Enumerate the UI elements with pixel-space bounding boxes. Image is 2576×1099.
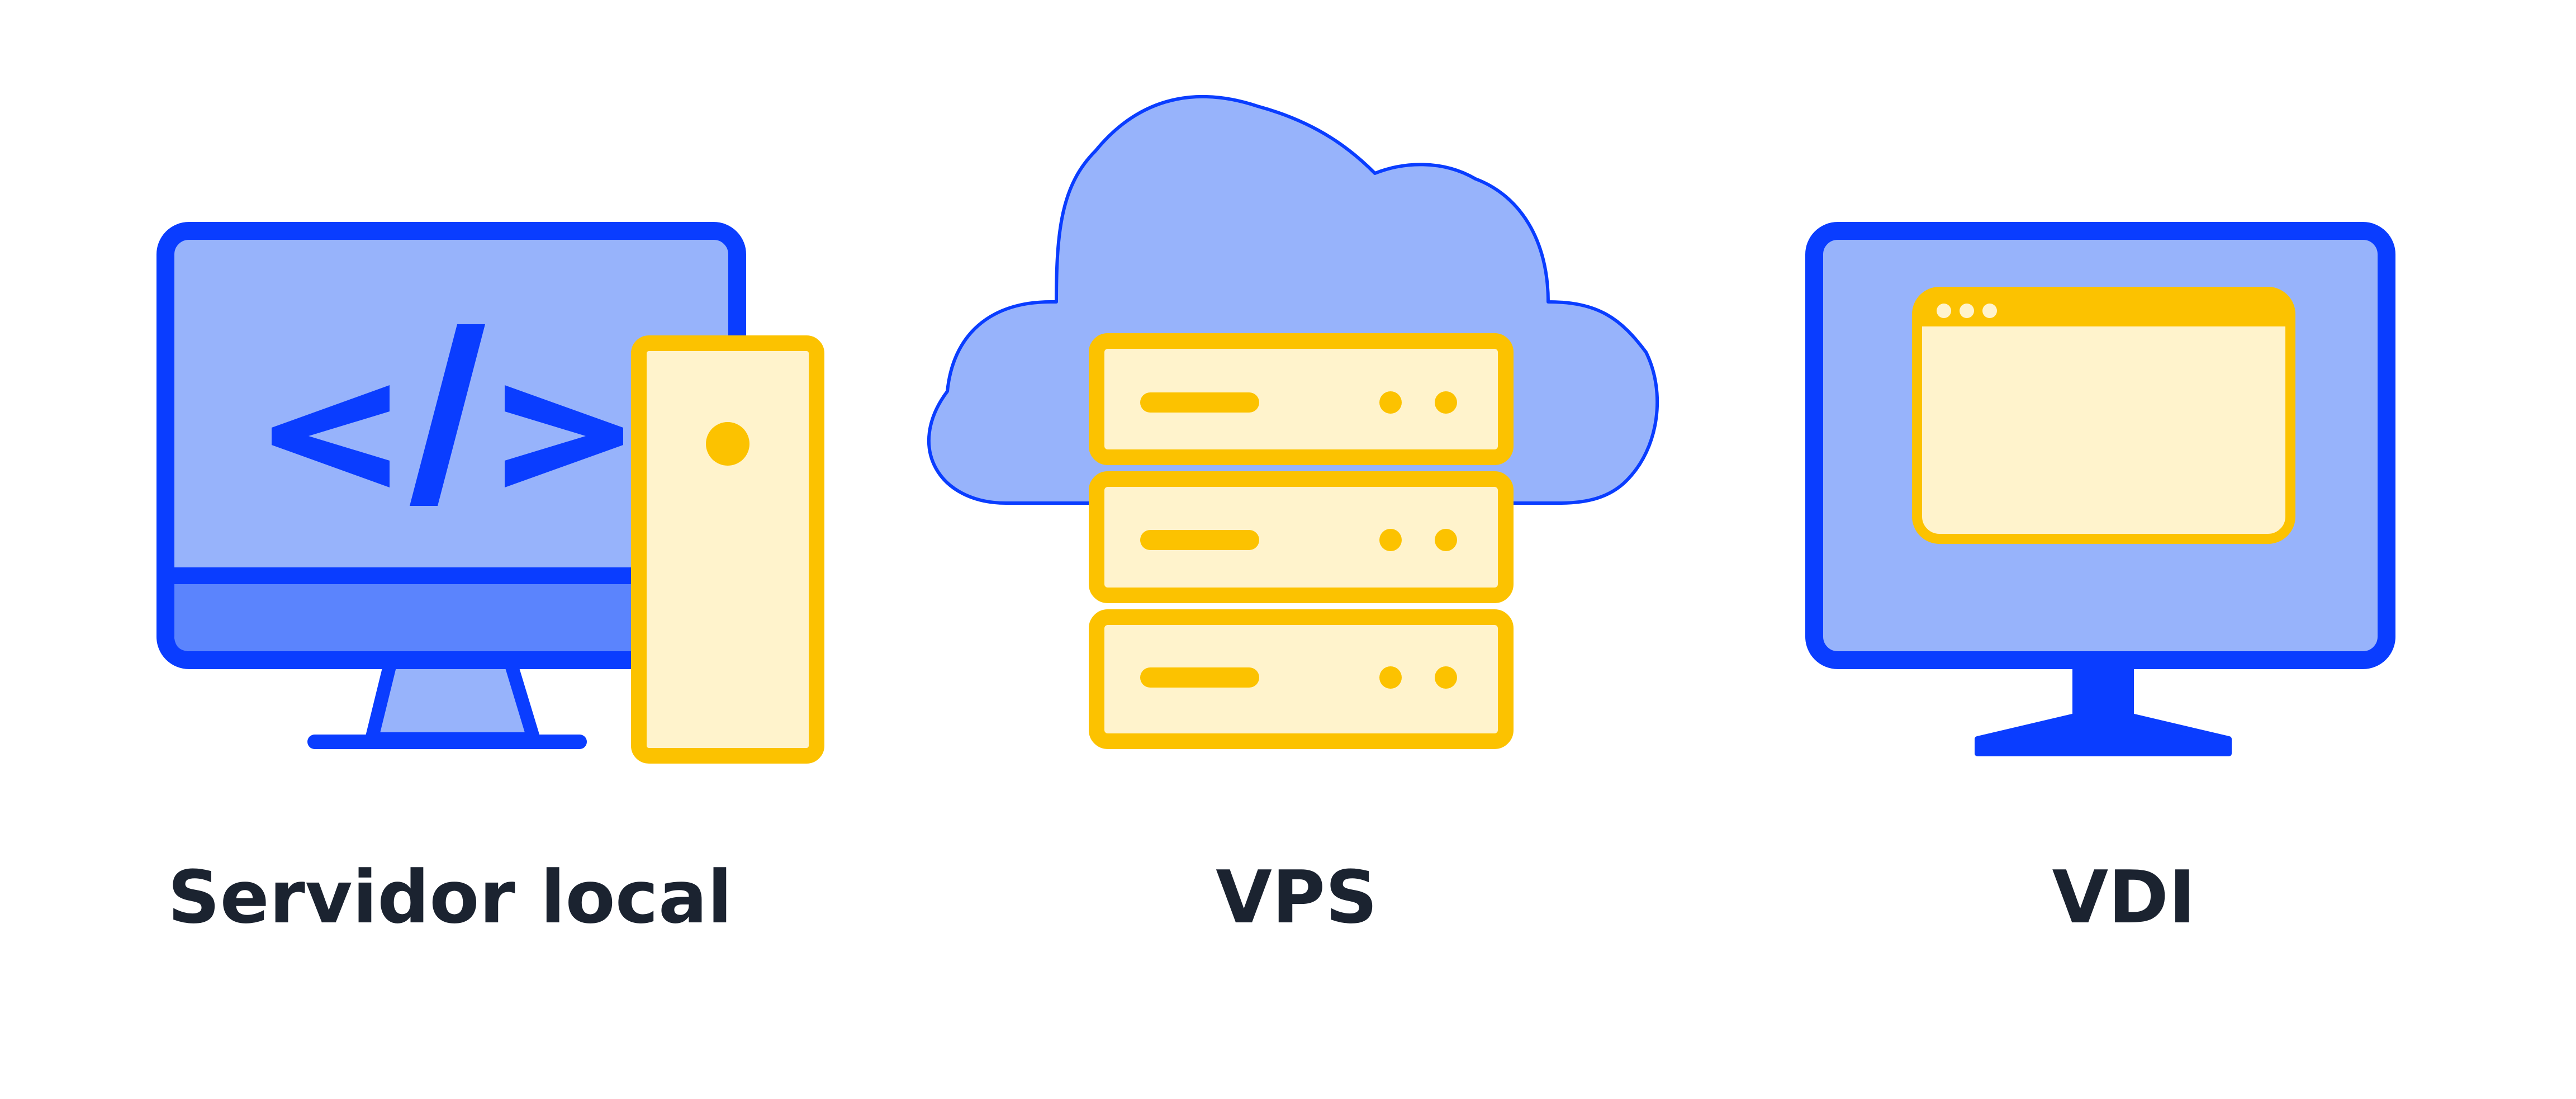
window-dot-icon [1982, 304, 1997, 318]
browser-window-body [1912, 287, 2295, 544]
server-unit-light [1379, 529, 1402, 551]
monitor-stand [365, 653, 540, 746]
server-unit-light [1435, 529, 1457, 551]
monitor-stand-base [307, 735, 587, 749]
server-unit-body [1089, 333, 1514, 465]
desktop-monitor-icon [156, 222, 746, 749]
less-than-glyph [272, 385, 390, 487]
server-unit-slot [1140, 667, 1259, 688]
server-unit [1089, 333, 1514, 465]
label-local-server: Servidor local [168, 855, 733, 940]
server-unit-body [1089, 609, 1514, 749]
browser-title-bar [1917, 292, 2290, 326]
server-unit-light [1379, 666, 1402, 689]
local-server-icon [156, 222, 824, 764]
greater-than-glyph [505, 385, 623, 487]
server-unit-body [1089, 471, 1514, 603]
tower-power-button [706, 422, 749, 466]
server-unit [1089, 471, 1514, 603]
monitor-chin [174, 576, 728, 651]
server-unit-light [1435, 666, 1457, 689]
server-unit-light [1435, 391, 1457, 414]
server-unit-slot [1140, 392, 1259, 413]
window-dot-icon [1937, 304, 1951, 318]
monitor-neck [2072, 660, 2134, 721]
server-unit-light [1379, 391, 1402, 414]
server-stack-icon [1089, 333, 1514, 749]
vdi-icon [1805, 222, 2395, 756]
browser-window-icon [1912, 287, 2295, 544]
server-unit-slot [1140, 530, 1259, 550]
vps-icon [927, 95, 1659, 749]
tower-body [631, 335, 824, 764]
server-unit [1089, 609, 1514, 749]
label-vps: VPS [1216, 855, 1378, 940]
label-vdi: VDI [2052, 855, 2196, 940]
computer-tower-icon [631, 335, 824, 764]
window-dot-icon [1960, 304, 1974, 318]
slash-glyph [410, 324, 485, 506]
monitor-base [1975, 714, 2232, 756]
code-symbol-icon [272, 324, 623, 506]
